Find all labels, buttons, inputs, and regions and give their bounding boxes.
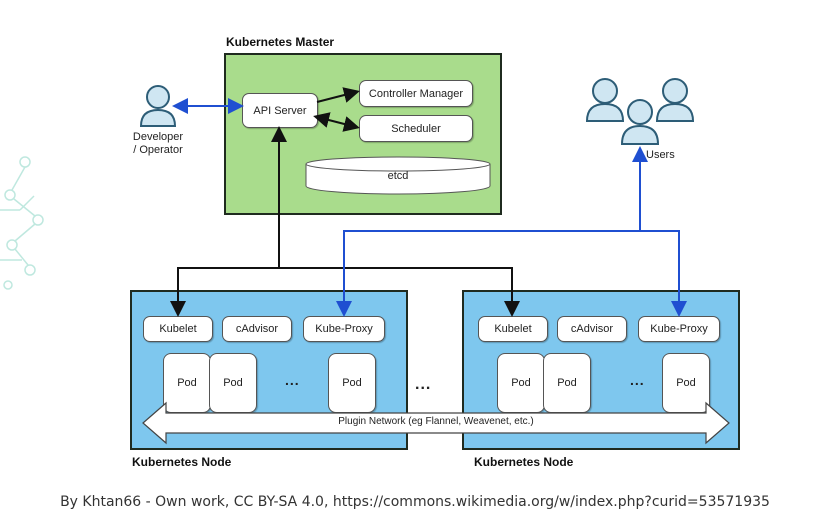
kubelet-box-1: Kubelet	[143, 316, 213, 342]
pod-box: Pod	[328, 353, 376, 413]
pod-ellipsis-2: ...	[630, 372, 645, 388]
master-title: Kubernetes Master	[226, 35, 335, 49]
node-title-2: Kubernetes Node	[474, 455, 574, 469]
controller-manager-box: Controller Manager	[359, 80, 473, 107]
etcd-label: etcd	[387, 170, 409, 182]
plugin-network-label: Plugin Network (eg Flannel, Weavenet, et…	[338, 416, 534, 427]
developer-label-1: Developer	[132, 131, 184, 143]
node-title-1: Kubernetes Node	[132, 455, 232, 469]
kubelet-box-2: Kubelet	[478, 316, 548, 342]
cadvisor-box-2: cAdvisor	[557, 316, 627, 342]
users-label: Users	[646, 149, 675, 161]
cadvisor-box-1: cAdvisor	[222, 316, 292, 342]
pod-ellipsis-1: ...	[285, 372, 300, 388]
developer-label-2: / Operator	[133, 144, 183, 156]
scheduler-box: Scheduler	[359, 115, 473, 142]
pod-box: Pod	[163, 353, 211, 413]
api-server-box: API Server	[242, 93, 318, 128]
pod-box: Pod	[209, 353, 257, 413]
attribution-text: By Khtan66 - Own work, CC BY-SA 4.0, htt…	[60, 494, 770, 510]
circuit-decoration	[0, 156, 44, 290]
kube-proxy-box-1: Kube-Proxy	[303, 316, 385, 342]
between-nodes-ellipsis: ...	[415, 376, 432, 393]
